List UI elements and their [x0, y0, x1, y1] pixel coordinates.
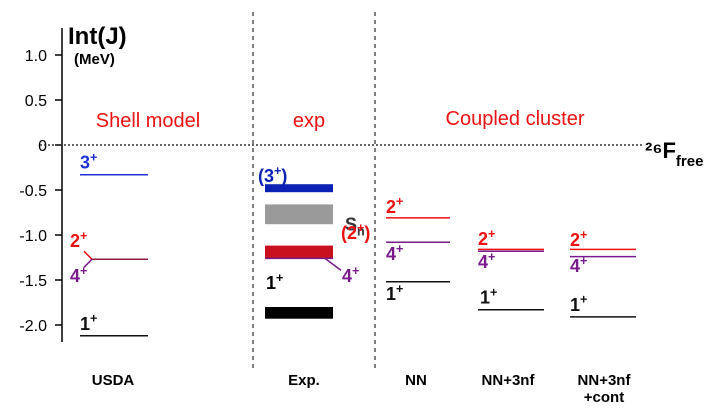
y-tick-label-5: -1.5 — [19, 273, 47, 290]
column-label-nn-3nf-cont: NN+3nf — [578, 372, 632, 389]
level-3-0-label: 2+ — [478, 227, 495, 249]
level-1-4-label: 1+ — [266, 271, 283, 293]
threshold-label: ²⁶Ffree — [645, 138, 703, 170]
level-1-3-connector — [324, 257, 342, 271]
level-3-2-label: 1+ — [480, 286, 497, 308]
column-2: 2+ 4+ 1+ — [386, 195, 450, 304]
y-tick-label-6: -2.0 — [19, 318, 47, 335]
level-1-0-label: (3+) — [258, 164, 287, 186]
column-3: 2+4+ 1+ — [478, 227, 544, 311]
threshold-label-sub: free — [676, 153, 704, 170]
column-label-usda: USDA — [92, 372, 135, 389]
section-title-shell-model: Shell model — [96, 110, 201, 132]
level-2-2-label: 1+ — [386, 282, 403, 304]
level-1-4 — [265, 307, 333, 319]
level-0-0-label: 3+ — [80, 151, 97, 173]
level-1-2 — [265, 245, 333, 259]
level-4-1-label: 4+ — [570, 254, 587, 276]
column-4: 2+ 4+ 1+ — [570, 228, 636, 318]
section-title-coupled-cluster: Coupled cluster — [446, 108, 585, 130]
level-2-1-label: 4+ — [386, 242, 403, 264]
column-label-nn-3nf-cont-line2: +cont — [584, 389, 624, 406]
level-0-1-connector-down — [83, 258, 93, 268]
column-0: 3+ 2+ 4+ 1+ — [70, 151, 148, 337]
section-title-exp: exp — [293, 110, 325, 132]
column-label-nn-3nf: NN+3nf — [482, 372, 536, 389]
level-1-0 — [265, 184, 333, 193]
level-3-1-label: 4+ — [478, 250, 495, 272]
column-label-exp: Exp. — [288, 372, 320, 389]
y-tick-label-0: 1.0 — [25, 48, 47, 65]
level-1-3-label: 4+ — [342, 264, 359, 286]
column-1: (3+) Sn(2+) 4+ 1+ — [258, 164, 370, 319]
y-tick-label-2: 0 — [38, 138, 47, 155]
level-2-0-label: 2+ — [386, 195, 403, 217]
level-1-2-label: (2+) — [341, 221, 370, 243]
y-tick-label-3: -0.5 — [19, 183, 47, 200]
y-axis-label: Int(J) — [68, 23, 127, 50]
level-4-2-label: 1+ — [570, 293, 587, 315]
y-tick-label-1: 0.5 — [25, 93, 47, 110]
y-axis-unit: (MeV) — [74, 51, 115, 68]
level-0-2-label: 4+ — [70, 264, 87, 286]
threshold-label-main: ²⁶F — [645, 138, 676, 163]
level-0-3-label: 1+ — [80, 312, 97, 334]
level-4-0-label: 2+ — [570, 228, 587, 250]
level-1-1-label: Sn — [345, 214, 365, 238]
level-1-1 — [265, 204, 333, 225]
y-tick-label-4: -1.0 — [19, 228, 47, 245]
level-0-1-label: 2+ — [70, 229, 87, 251]
column-label-nn: NN — [405, 372, 427, 389]
level-0-1-connector-up — [83, 250, 93, 260]
